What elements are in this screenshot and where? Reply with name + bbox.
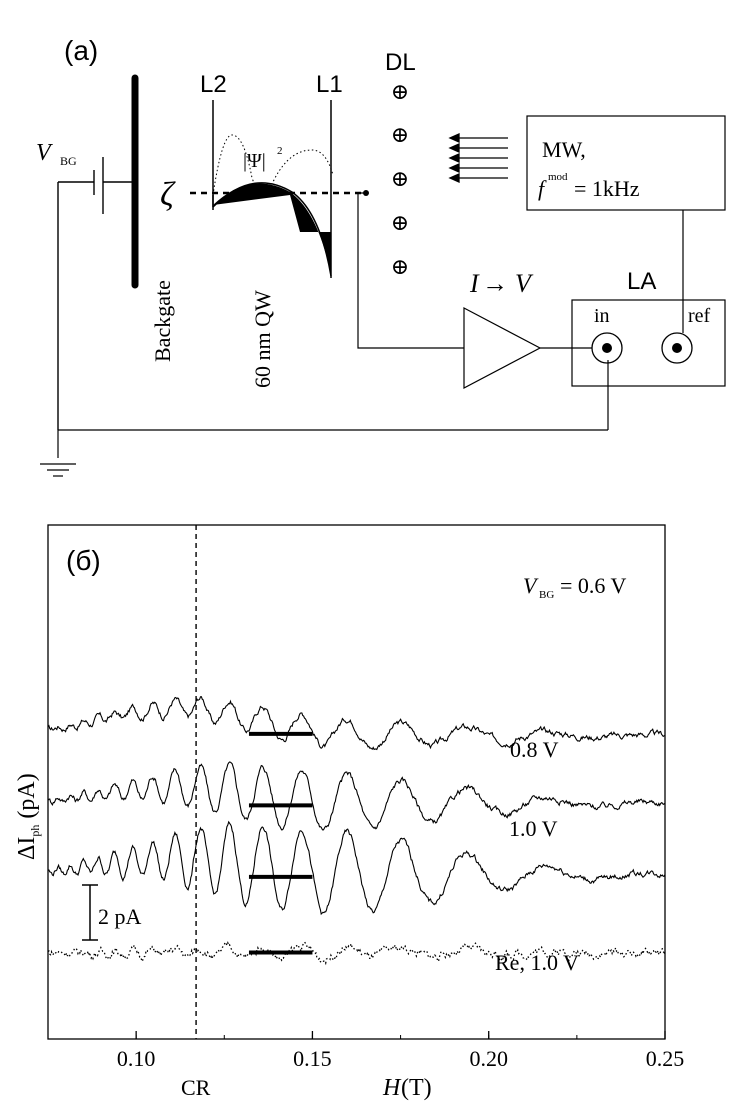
trace-line	[47, 761, 666, 831]
vbg-symbol: V	[36, 140, 53, 166]
in-connector-pin	[602, 343, 612, 353]
la-label: LA	[627, 268, 656, 295]
mw-label: MW,	[542, 137, 586, 162]
in-connector-icon	[591, 332, 623, 364]
plus-charge-icon: ⊕	[391, 79, 409, 104]
y-axis-label-unit: (pA)	[14, 773, 40, 824]
panel-a: (a) Backgate V BG L2 L1	[36, 35, 726, 477]
mw-arrows-icon	[448, 132, 508, 184]
x-tick-label: 0.25	[646, 1046, 685, 1071]
ref-label: ref	[688, 305, 711, 327]
wavefunction-density	[212, 134, 334, 196]
dl-charges: ⊕ ⊕ ⊕ ⊕ ⊕	[391, 79, 409, 279]
signal-wire	[357, 192, 464, 349]
mw-frequency: = 1kHz	[574, 176, 640, 201]
trace-label-re10: Re, 1.0 V	[495, 950, 579, 975]
dl-label: DL	[385, 49, 416, 76]
cr-label: CR	[181, 1075, 211, 1100]
filled-states	[213, 183, 331, 275]
panel-b-label: (б)	[66, 545, 101, 576]
y-axis-label-text: ΔIph (pA)	[14, 773, 42, 860]
in-label: in	[594, 305, 610, 327]
trace-label-06-sub: BG	[539, 589, 554, 601]
qw-label: 60 nm QW	[250, 290, 275, 388]
vbg-subscript: BG	[60, 154, 77, 168]
psi-label: |Ψ|	[243, 150, 266, 172]
plus-charge-icon: ⊕	[391, 210, 409, 235]
x-tick-label: 0.10	[117, 1046, 156, 1071]
trace-line	[47, 820, 666, 916]
x-tick-label: 0.15	[293, 1046, 332, 1071]
x-axis-label-unit: (T)	[401, 1075, 432, 1101]
x-tick-label: 0.20	[469, 1046, 508, 1071]
plus-charge-icon: ⊕	[391, 122, 409, 147]
iv-arrow-icon: →	[482, 269, 508, 298]
lead-l2-label: L2	[200, 71, 227, 98]
amplifier-triangle	[463, 307, 542, 389]
lead-l1-label: L1	[316, 71, 343, 98]
trace-label-06: = 0.6 V	[560, 573, 627, 598]
x-axis-ticks: 0.10 0.15 0.20 0.25	[47, 1031, 685, 1071]
plus-charge-icon: ⊕	[391, 166, 409, 191]
panel-a-label: (a)	[64, 35, 98, 66]
y-axis-label-sub: ph	[28, 825, 42, 837]
y-axis-label-main: ΔI	[14, 837, 40, 860]
iv-i: I	[469, 269, 480, 298]
trace-label-08: 0.8 V	[510, 737, 559, 762]
plot-frame	[47, 524, 666, 1040]
plus-charge-icon: ⊕	[391, 254, 409, 279]
iv-v: V	[515, 269, 534, 298]
ground-wiring	[40, 360, 609, 477]
trace-line	[47, 696, 666, 751]
mw-mod-superscript: mod	[548, 171, 568, 183]
backgate-label: Backgate	[150, 280, 175, 362]
scale-bar-label: 2 pA	[98, 904, 142, 929]
mw-f-symbol: f	[538, 176, 547, 201]
psi-superscript: 2	[277, 145, 283, 157]
ref-connector-pin	[672, 343, 682, 353]
zeta-label: ζ	[160, 176, 176, 213]
ref-connector-icon	[661, 332, 693, 364]
trace-label-10: 1.0 V	[509, 816, 558, 841]
scale-bar	[82, 884, 98, 941]
lockin-box	[571, 299, 726, 387]
trace-label-06-prefix: V	[523, 573, 539, 598]
period-bars	[248, 731, 313, 955]
mw-source-box	[526, 115, 726, 211]
data-traces	[47, 696, 666, 966]
battery-symbol	[57, 157, 135, 430]
x-axis-label-main: H	[382, 1075, 402, 1101]
y-axis-label: ΔIph (pA)	[14, 773, 42, 860]
